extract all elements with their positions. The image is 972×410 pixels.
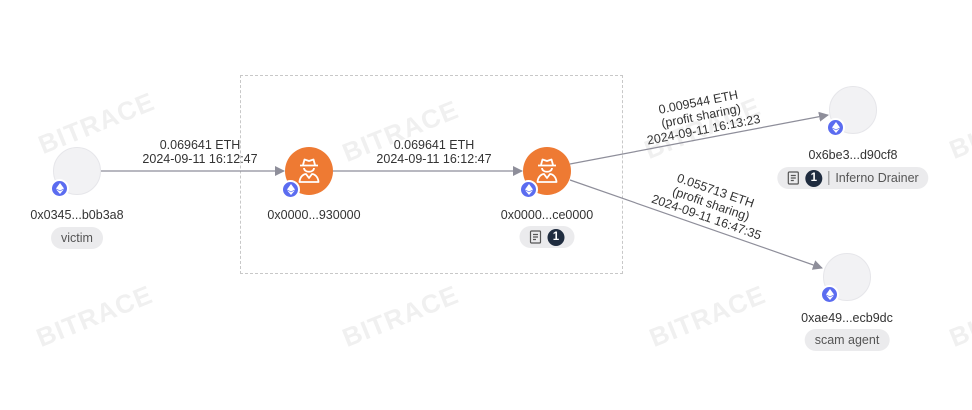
edge-mid2-drainer[interactable] (569, 111, 829, 165)
edge-amount: 0.069641 ETH (393, 138, 475, 152)
report-icon (529, 230, 542, 244)
report-count: 1 (805, 169, 823, 187)
edge-amount: 0.069641 ETH (159, 138, 241, 152)
node-scam-agent[interactable] (820, 253, 871, 304)
group-selection-box[interactable] (240, 75, 623, 274)
node-suspect-2[interactable] (519, 147, 571, 199)
tag-label: Inferno Drainer (835, 171, 919, 185)
tag-label: victim (61, 231, 93, 245)
ethereum-icon (281, 180, 300, 199)
node-address[interactable]: 0x0000...ce0000 (500, 208, 594, 222)
node-tag: scam agent (804, 329, 890, 351)
edge-time: 2024-09-11 16:12:47 (142, 152, 258, 166)
spy-icon (536, 158, 558, 183)
node-address[interactable]: 0x0000...930000 (267, 208, 361, 222)
ethereum-icon (820, 285, 839, 304)
report-icon (787, 171, 799, 185)
divider (828, 171, 830, 185)
edge-mid2-agent[interactable] (569, 179, 823, 270)
node-address[interactable]: 0x6be3...d90cf8 (808, 148, 898, 162)
node-inferno-drainer[interactable] (826, 86, 877, 137)
tag-label: scam agent (814, 333, 880, 347)
node-tag: victim (51, 227, 103, 249)
node-tag[interactable]: 1 Inferno Drainer (777, 167, 929, 189)
ethereum-icon (50, 179, 69, 198)
node-address[interactable]: 0xae49...ecb9dc (801, 311, 893, 325)
edge-label: 0.069641 ETH 2024-09-11 16:12:47 (364, 138, 504, 166)
edge-label: 0.069641 ETH 2024-09-11 16:12:47 (130, 138, 270, 166)
spy-icon (298, 158, 320, 183)
node-suspect-1[interactable] (281, 147, 333, 199)
report-count: 1 (547, 228, 565, 246)
ethereum-icon (519, 180, 538, 199)
ethereum-icon (826, 118, 845, 137)
node-report-badge[interactable]: 1 (519, 226, 575, 248)
node-victim[interactable] (50, 147, 101, 198)
edge-time: 2024-09-11 16:12:47 (376, 152, 492, 166)
node-address[interactable]: 0x0345...b0b3a8 (30, 208, 124, 222)
